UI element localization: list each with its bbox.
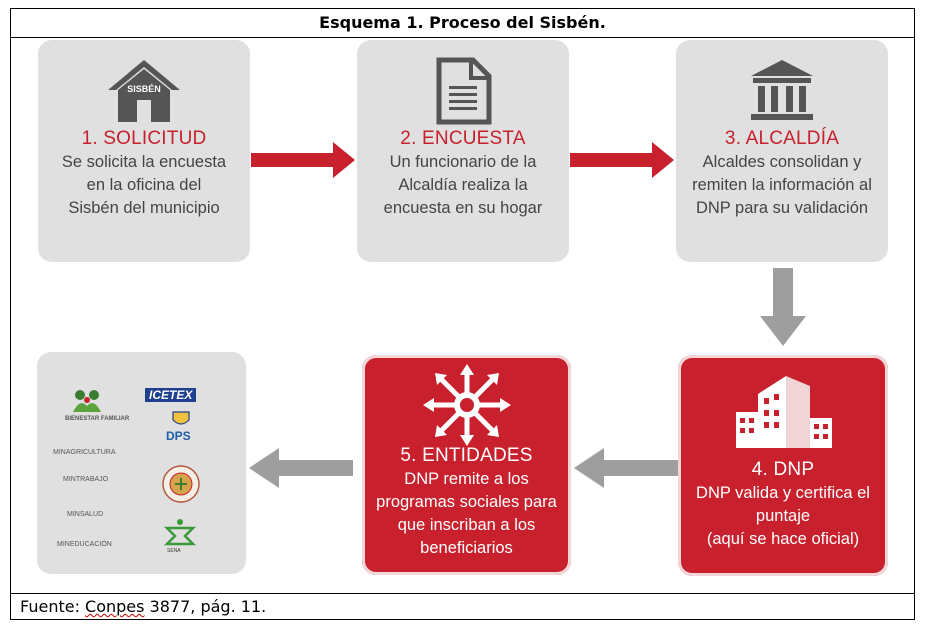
step-desc-line: DNP para su validación bbox=[695, 199, 869, 217]
step-desc-line: encuesta en su hogar bbox=[383, 199, 543, 217]
step-card-encuesta: 2. ENCUESTA Un funcionario de la Alcaldí… bbox=[357, 40, 569, 262]
arrow-down bbox=[760, 268, 806, 346]
step-card-entidades: 5. ENTIDADES DNP remite a los programas … bbox=[362, 355, 571, 575]
minagricultura-logo: MINAGRICULTURA bbox=[53, 449, 116, 456]
figure-title: Esquema 1. Proceso del Sisbén. bbox=[10, 8, 915, 38]
minsalud-logo: MINSALUD bbox=[67, 511, 104, 518]
distribution-arrows-icon bbox=[362, 363, 571, 447]
step-desc-line: Alcaldía realiza la bbox=[398, 176, 528, 194]
icetex-logo: ICETEX bbox=[145, 388, 197, 402]
house-icon: SISBÉN bbox=[38, 54, 250, 128]
footer-prefix: Fuente: bbox=[20, 597, 86, 616]
source-footer: Fuente: Conpes 3877, pág. 11. bbox=[10, 593, 915, 620]
entity-logos-panel: BIENESTAR FAMILIAR ICETEX DPS MINAGRICUL… bbox=[37, 352, 246, 574]
arrow-right-2 bbox=[570, 142, 674, 178]
arrow-right-1 bbox=[251, 142, 355, 178]
step-desc-line: puntaje bbox=[755, 507, 811, 525]
sena-logo bbox=[163, 519, 197, 546]
step-desc-line: DNP valida y certifica el bbox=[696, 484, 870, 502]
step-desc-line: en la oficina del bbox=[86, 176, 202, 194]
step-label-encuesta: 2. ENCUESTA bbox=[400, 128, 526, 149]
step-desc-line: Alcaldes consolidan y bbox=[702, 153, 862, 171]
step-label-entidades: 5. ENTIDADES bbox=[400, 445, 533, 466]
step-desc-line: programas sociales para bbox=[376, 493, 557, 511]
step-card-alcaldia: 3. ALCALDÍA Alcaldes consolidan y remite… bbox=[676, 40, 888, 262]
step-desc-line: beneficiarios bbox=[420, 539, 513, 557]
step-desc-line: remiten la información al bbox=[692, 176, 872, 194]
step-desc-line: que inscriban a los bbox=[397, 516, 536, 534]
arrow-left-1 bbox=[574, 448, 678, 488]
step-desc-line: Un funcionario de la bbox=[389, 153, 537, 171]
sena-label: SENA bbox=[167, 548, 181, 554]
colombia-shield-icon bbox=[172, 411, 190, 425]
government-building-icon bbox=[676, 54, 888, 128]
seal-logo bbox=[162, 465, 200, 503]
mineducacion-logo: MINEDUCACIÓN bbox=[57, 541, 112, 548]
step-desc-line: DNP remite a los bbox=[404, 470, 529, 488]
step-desc-line: Sisbén del municipio bbox=[68, 199, 220, 217]
house-icon-label: SISBÉN bbox=[127, 84, 161, 94]
mintrabajo-logo: MINTRABAJO bbox=[63, 476, 109, 483]
office-building-icon bbox=[678, 367, 888, 457]
step-card-dnp: 4. DNP DNP valida y certifica el puntaje… bbox=[678, 355, 888, 576]
document-icon bbox=[357, 54, 569, 128]
footer-rest: 3877, pág. 11. bbox=[144, 597, 267, 616]
step-card-solicitud: SISBÉN 1. SOLICITUD Se solicita la encue… bbox=[38, 40, 250, 262]
step-label-solicitud: 1. SOLICITUD bbox=[81, 128, 207, 149]
step-label-alcaldia: 3. ALCALDÍA bbox=[724, 128, 840, 149]
dps-logo: DPS bbox=[166, 429, 191, 443]
bienestar-familiar-logo bbox=[73, 390, 101, 412]
step-label-dnp: 4. DNP bbox=[751, 459, 815, 480]
step-desc-line: Se solicita la encuesta bbox=[61, 153, 227, 171]
step-desc-line: (aquí se hace oficial) bbox=[706, 530, 860, 548]
bienestar-familiar-label: BIENESTAR FAMILIAR bbox=[65, 416, 130, 422]
footer-source: Conpes bbox=[85, 597, 145, 616]
arrow-left-2 bbox=[249, 448, 353, 488]
